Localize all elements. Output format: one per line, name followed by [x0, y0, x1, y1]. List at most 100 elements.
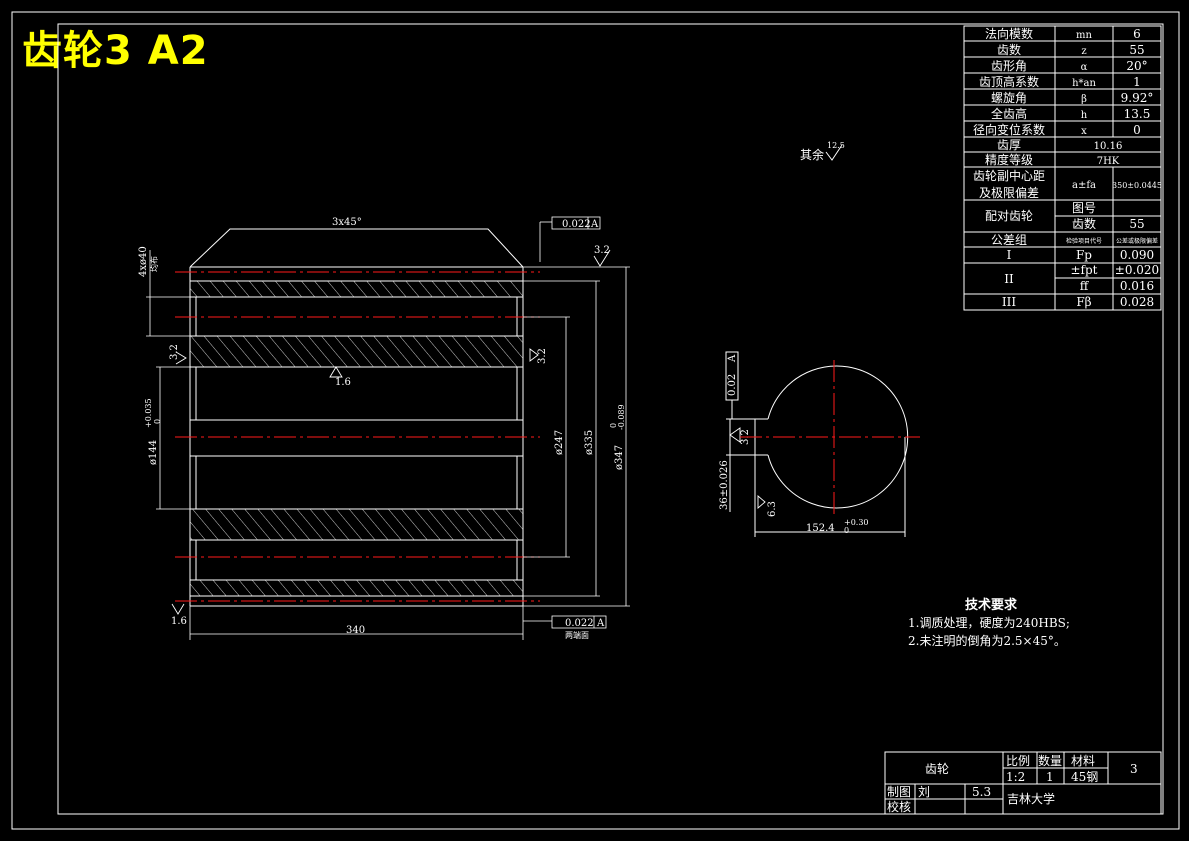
roughness-mid: 1.6	[335, 377, 351, 388]
tolerance-symbol: Fp	[1076, 248, 1092, 262]
tb-check: 校核	[887, 799, 911, 814]
section-view	[189, 228, 524, 607]
keyway-symmetry: 0.02	[727, 374, 738, 396]
param-name: 螺旋角	[991, 91, 1027, 105]
tb-part: 齿轮	[925, 762, 949, 776]
bore-tol2: 0	[153, 419, 162, 424]
tb-qty-h: 数量	[1038, 753, 1062, 768]
mate-teeth-value: 55	[1129, 217, 1144, 231]
keyway-width: 36±0.026	[719, 460, 730, 510]
param-value: 9.92°	[1121, 91, 1154, 105]
param-name: 齿数	[997, 42, 1021, 57]
diameter-347-tol1: 0	[609, 423, 618, 428]
param-value: 1	[1133, 75, 1141, 89]
param-symbol: h*an	[1072, 78, 1096, 89]
param-name: 精度等级	[985, 152, 1033, 167]
param-name: 径向变位系数	[973, 122, 1045, 137]
param-value: 6	[1133, 27, 1141, 41]
roughness-left: 3.2	[169, 344, 180, 360]
keyway-depth-tol2: 0	[844, 526, 849, 535]
diameter-347: ø347	[614, 445, 625, 470]
roughness-note-value: 12.5	[827, 141, 845, 150]
tolerance-symbol: ff	[1080, 279, 1090, 293]
bore-tol: +0.035	[144, 398, 153, 428]
param-name: 全齿高	[991, 106, 1027, 121]
keyway-roughness2: 6.3	[767, 501, 778, 517]
param-name: 齿形角	[991, 59, 1027, 73]
tolerance-group: II	[1004, 272, 1014, 286]
center-distance-symbol: a±fa	[1072, 180, 1096, 191]
param-name: 法向模数	[985, 26, 1033, 41]
drawing-frame	[57, 23, 1164, 815]
roughness-top: 3.2	[594, 245, 610, 256]
bore-dim: ø144	[148, 440, 159, 465]
tolerance-col2: 检验项目代号	[1066, 237, 1102, 245]
param-symbol: h	[1081, 110, 1088, 121]
side-centerlines	[740, 360, 920, 514]
dimension-lines	[146, 216, 630, 640]
diameter-335: ø335	[584, 430, 595, 455]
param-symbol: z	[1081, 46, 1086, 57]
gtol-bottom-datum: A	[596, 618, 605, 629]
roughness-note-label: 其余	[800, 147, 824, 162]
keyway-symmetry-datum: A	[727, 354, 738, 363]
param-value: 0	[1133, 123, 1141, 137]
tb-school: 吉林大学	[1007, 791, 1055, 806]
tb-date: 5.3	[972, 785, 991, 799]
tolerance-group: I	[1007, 248, 1012, 262]
tolerance-symbol: ±fpt	[1071, 263, 1098, 277]
tb-qty: 1	[1046, 770, 1054, 784]
roughness-bottom: 1.6	[171, 616, 187, 627]
drawing-title: 齿轮3 A2	[22, 28, 209, 74]
tech-heading: 技术要求	[965, 597, 1018, 613]
tolerance-group-label: 公差组	[991, 233, 1027, 247]
tb-sheet: 3	[1130, 762, 1138, 776]
center-distance-value: 350±0.0445	[1112, 181, 1162, 190]
holes-dim: 4xø40	[138, 246, 149, 277]
side-view	[725, 351, 909, 537]
tolerance-symbol: Fβ	[1076, 295, 1091, 309]
param-value: 55	[1129, 43, 1144, 57]
roughness-right: 3.2	[537, 348, 548, 364]
param-name: 齿厚	[997, 138, 1021, 152]
tb-mat: 45钢	[1071, 770, 1098, 784]
tolerance-value: ±0.020	[1115, 263, 1159, 277]
tolerance-value: 0.028	[1120, 295, 1154, 309]
width-dim: 340	[346, 625, 365, 636]
title-block	[884, 751, 1162, 815]
tb-mat-h: 材料	[1071, 754, 1095, 768]
mate-gear-label: 配对齿轮	[985, 209, 1033, 223]
param-value: 10.16	[1094, 141, 1123, 152]
tech-item-1: 1.调质处理，硬度为240HBS;	[908, 615, 1070, 630]
center-distance-label2: 及极限偏差	[979, 185, 1039, 200]
gtol-top-datum: A	[590, 219, 599, 230]
gtol-bottom-note: 两端面	[565, 630, 589, 640]
tolerance-group: III	[1002, 295, 1016, 309]
param-value: 20°	[1126, 59, 1147, 73]
keyway-depth-tol: +0.30	[844, 518, 869, 527]
chamfer-dim: 3x45°	[332, 217, 362, 228]
param-value: 7HK	[1097, 156, 1120, 167]
holes-sub: 均布	[149, 256, 159, 272]
param-symbol: mn	[1076, 30, 1092, 41]
roughness-note: 其余 12.5	[800, 141, 845, 162]
sheet-border	[11, 11, 1180, 830]
title-block-text: 齿轮 比例 数量 材料 1:2 1 45钢 3 制图 刘 5.3 校核 吉林大学	[887, 753, 1138, 814]
param-symbol: x	[1081, 126, 1087, 137]
gtol-top-value: 0.022	[562, 219, 591, 230]
gtol-bottom-value: 0.022	[565, 618, 594, 629]
tb-drawn: 制图	[887, 785, 911, 799]
tb-drawn-name: 刘	[918, 785, 930, 799]
tb-scale-h: 比例	[1006, 754, 1030, 768]
centerlines-main	[175, 271, 540, 602]
diameter-247: ø247	[554, 430, 565, 455]
mate-teeth-label: 齿数	[1072, 216, 1096, 231]
param-value: 13.5	[1124, 107, 1151, 121]
center-distance-label: 齿轮副中心距	[973, 168, 1045, 183]
tech-item-2: 2.未注明的倒角为2.5×45°。	[908, 633, 1066, 648]
tolerance-col3: 公差或极限偏差	[1116, 237, 1158, 245]
diameter-347-tol2: -0.089	[617, 404, 626, 430]
